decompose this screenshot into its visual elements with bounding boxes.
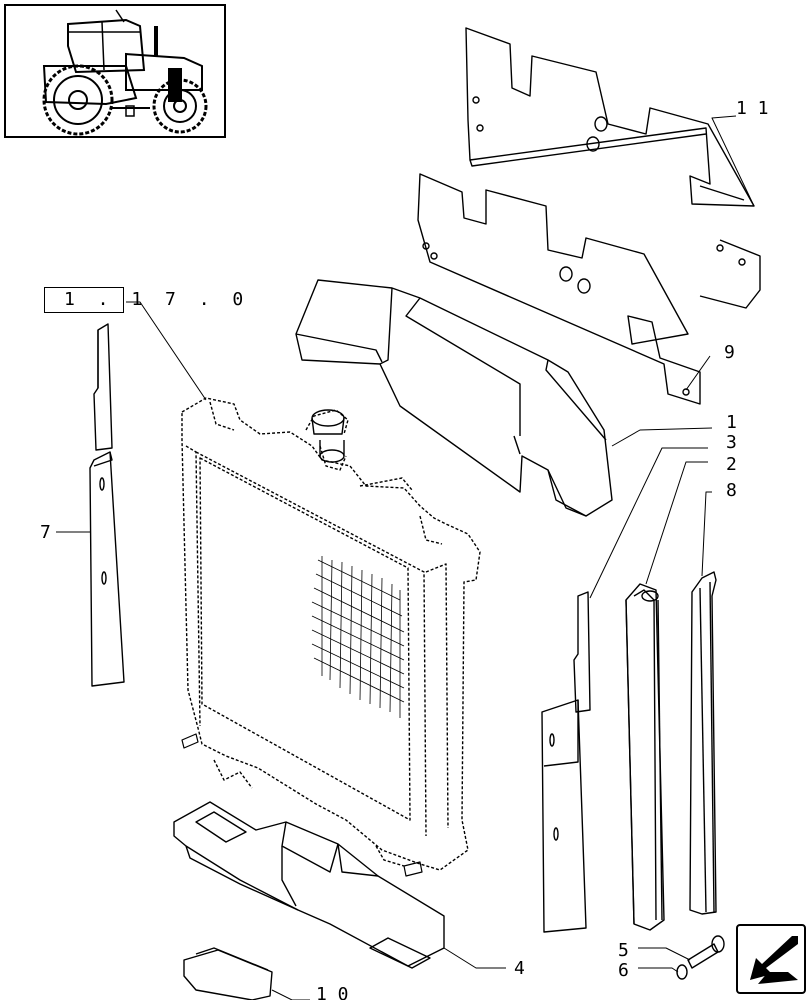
callout-1: 1 (726, 412, 737, 433)
callout-3: 3 (726, 432, 737, 453)
callout-7: 7 (40, 522, 51, 543)
reference-box[interactable] (44, 287, 124, 313)
back-navigation-button[interactable] (736, 924, 806, 994)
leader-lines (56, 115, 755, 1000)
callout-9: 9 (724, 342, 735, 363)
callout-5: 5 (618, 940, 629, 961)
tractor-thumbnail-icon (4, 4, 226, 138)
part-10-pad (183, 947, 273, 1000)
part-7-side-seal (89, 323, 125, 687)
arrow-back-icon (750, 936, 798, 984)
part-3-2-profile-seals (625, 583, 665, 931)
callout-4: 4 (514, 958, 525, 979)
callout-8: 8 (726, 480, 737, 501)
radiator-fins (311, 556, 405, 718)
radiator-cap (311, 409, 345, 463)
part-11-baffle-plate (465, 27, 755, 207)
part-6-washer (676, 964, 688, 980)
part-1-foam-seal (295, 279, 613, 517)
part-9-baffle-plate (417, 173, 761, 405)
part-5-bolt (687, 935, 725, 969)
radiator-core (181, 397, 481, 871)
callout-6: 6 (618, 960, 629, 981)
part-4-lower-support (173, 801, 445, 969)
callout-11: 1 1 (736, 98, 769, 119)
part-1-side-seal (541, 591, 591, 933)
part-8-channel-seal (689, 571, 717, 915)
reference-label[interactable]: 1 . 1 7 . 0 (64, 289, 250, 310)
callout-10: 1 0 (316, 984, 349, 1000)
callout-2: 2 (726, 454, 737, 475)
